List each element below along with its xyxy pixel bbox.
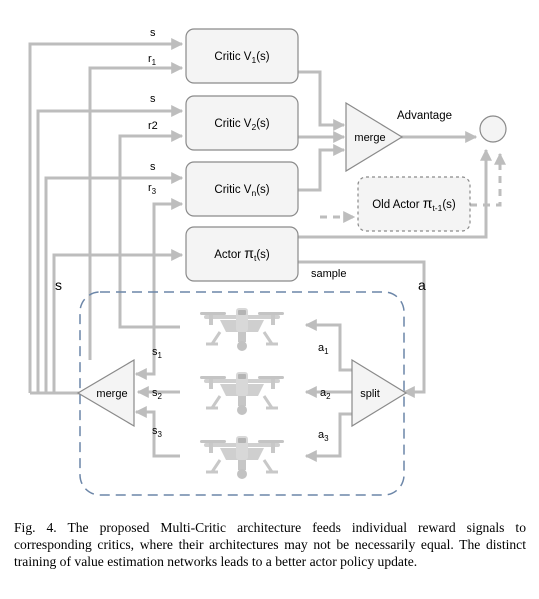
merge-top-label: merge [354, 132, 385, 144]
action-label-3: a [318, 429, 325, 441]
svg-text:s3: s3 [152, 425, 163, 439]
drone-icon-2 [198, 370, 286, 417]
svg-text:a1: a1 [318, 342, 329, 356]
action-label-1: a [318, 342, 325, 354]
actor-label: Actor [214, 249, 244, 261]
figure-caption: Fig. 4. The proposed Multi-Critic archit… [14, 520, 526, 569]
s-label: s [55, 277, 62, 293]
multi-critic-diagram: Critic V1(s) Critic V2(s) Critic Vn(s) s… [28, 27, 507, 496]
a-label: a [418, 277, 426, 293]
advantage-label: Advantage [397, 110, 452, 122]
drone-icon-3 [198, 434, 286, 481]
critic-n-reward-label: r [148, 182, 152, 194]
critic-2-state-label: s [150, 93, 156, 105]
split-label: split [360, 388, 380, 400]
split-node: split [351, 358, 408, 428]
state-label-1: s [152, 346, 158, 358]
svg-text:a2: a2 [320, 387, 331, 401]
critic-1-state-label: s [150, 27, 156, 39]
critic-n-label: Critic V [214, 184, 251, 196]
merge-bottom-node: merge [76, 358, 135, 428]
old-actor-box: Old Actor πt-1(s) [357, 176, 471, 232]
svg-text:Critic V2(s): Critic V2(s) [214, 118, 269, 132]
drone-icon-1 [198, 306, 286, 353]
sample-label: sample [311, 268, 346, 280]
state-label-2: s [152, 387, 158, 399]
drone-state-labels: s1 s2 s3 [152, 346, 163, 439]
svg-text:a3: a3 [318, 429, 329, 443]
svg-text:r1: r1 [148, 53, 157, 67]
drone-action-labels: a1 a2 a3 [318, 342, 331, 443]
actor-box: Actor πt(s) [185, 226, 299, 282]
old-actor-label: Old Actor [372, 199, 423, 211]
critic-input-labels: s r1 s r2 s r3 [148, 27, 158, 196]
critic-n-box: Critic Vn(s) [185, 161, 299, 217]
critic-n-state-label: s [150, 161, 156, 173]
old-actor-lines [320, 152, 506, 223]
svg-text:Critic V1(s): Critic V1(s) [214, 51, 269, 65]
critic-2-reward-label: r2 [148, 120, 158, 132]
critic-1-box: Critic V1(s) [185, 28, 299, 84]
state-feed-lines [28, 38, 184, 395]
critic-output-lines [298, 70, 492, 398]
drone-state-lines [118, 300, 180, 458]
critic-1-reward-label: r [148, 53, 152, 65]
svg-text:Critic Vn(s): Critic Vn(s) [214, 184, 269, 198]
critic-1-label: Critic V [214, 51, 251, 63]
critic-2-box: Critic V2(s) [185, 95, 299, 151]
svg-text:s2: s2 [152, 387, 163, 401]
merge-top-node: merge [345, 101, 404, 173]
svg-text:s1: s1 [152, 346, 163, 360]
loss-circle [479, 115, 507, 143]
svg-text:r3: r3 [148, 182, 157, 196]
action-label-2: a [320, 387, 327, 399]
svg-text:Old Actor πt-1(s): Old Actor πt-1(s) [372, 195, 456, 213]
reward-feed-lines [88, 62, 184, 360]
state-label-3: s [152, 425, 158, 437]
action-lines [304, 319, 356, 462]
svg-text:Actor πt(s): Actor πt(s) [214, 245, 270, 263]
critic-2-label: Critic V [214, 118, 251, 130]
svg-text:r2: r2 [148, 120, 158, 132]
merge-bottom-label: merge [96, 388, 127, 400]
